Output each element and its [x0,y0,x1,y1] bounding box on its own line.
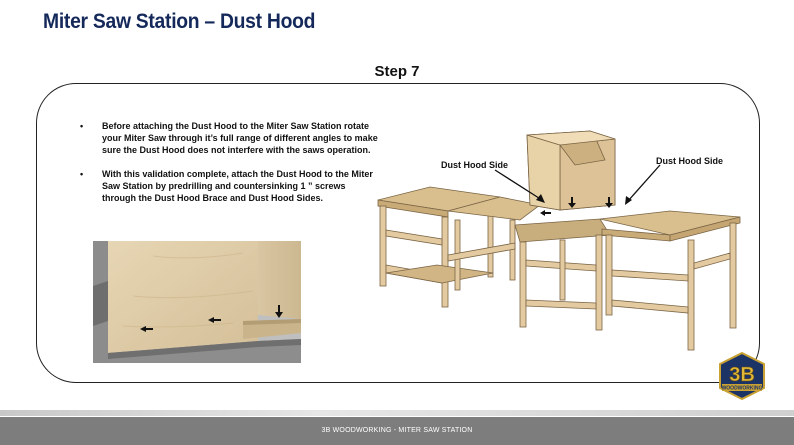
callout-dust-hood-side-left: Dust Hood Side [441,160,508,170]
arrow-left-icon [208,317,221,323]
instruction-item: • With this validation complete, attach … [78,168,378,204]
logo-mark: 3B [729,364,755,386]
footer-bar: 3B WOODWORKING - MITER SAW STATION [0,417,794,445]
arrow-down-icon [605,197,613,208]
instruction-item: • Before attaching the Dust Hood to the … [78,120,378,156]
arrow-down-icon [568,197,576,208]
instruction-text: With this validation complete, attach th… [102,169,373,203]
content-frame [36,83,760,383]
bullet-dot: • [80,169,84,179]
instruction-text: Before attaching the Dust Hood to the Mi… [102,121,378,155]
arrow-left-icon [140,326,153,332]
instruction-list: • Before attaching the Dust Hood to the … [78,120,378,216]
step-title: Step 7 [374,63,420,80]
arrow-left-icon [540,210,551,216]
footer-stripe [0,410,794,416]
footer-text: 3B WOODWORKING - MITER SAW STATION [321,427,473,434]
closeup-photo [93,241,301,363]
bullet-dot: • [80,121,84,131]
callout-dust-hood-side-right: Dust Hood Side [656,156,723,166]
page-title: Miter Saw Station – Dust Hood [43,10,316,33]
brand-logo: 3B WOODWORKING [719,352,765,400]
logo-banner: WOODWORKING [722,386,763,392]
arrow-down-icon [275,305,283,318]
miter-station-illustration [377,130,741,351]
